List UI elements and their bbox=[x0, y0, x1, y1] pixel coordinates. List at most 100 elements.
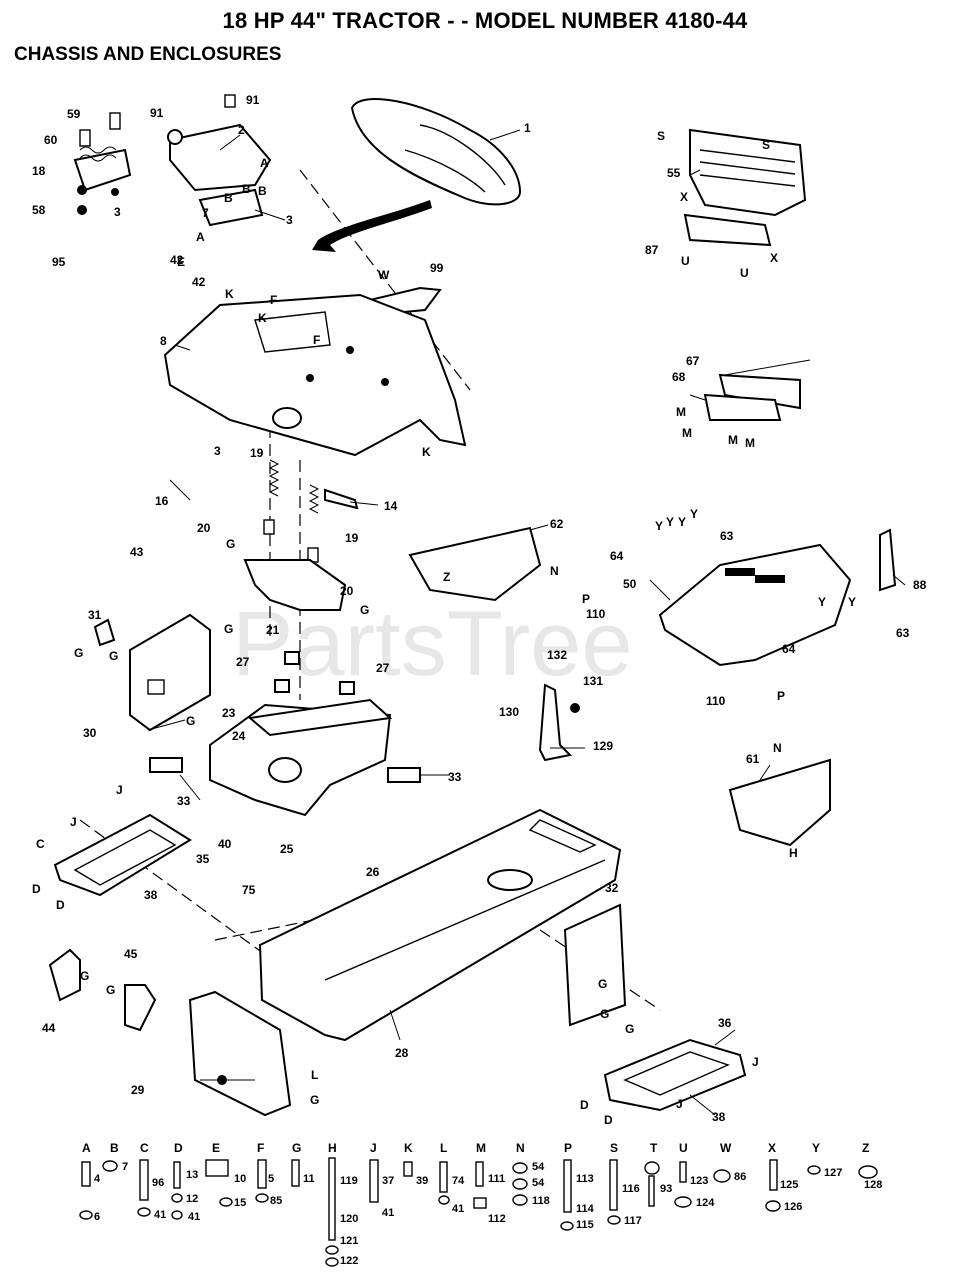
letter-p: P bbox=[582, 592, 590, 606]
callout-68: 68 bbox=[672, 370, 686, 384]
left-console-panel bbox=[93, 613, 211, 732]
letter-j: J bbox=[676, 1097, 683, 1111]
hw-key-letter: H bbox=[328, 1141, 337, 1155]
letter-g: G bbox=[600, 1007, 609, 1021]
hardware-part-number: 128 bbox=[864, 1179, 882, 1191]
callout-32: 32 bbox=[605, 881, 619, 895]
callout-50: 50 bbox=[623, 577, 637, 591]
hardware-part-number: 117 bbox=[624, 1215, 642, 1227]
callout-130: 130 bbox=[499, 705, 519, 719]
letter-u: U bbox=[681, 254, 690, 268]
callout-60: 60 bbox=[44, 133, 58, 147]
callout-numbers: 1 2 3 3 3 7 8 14 16 18 19 19 20 20 21 23… bbox=[32, 93, 927, 1124]
hardware-part-number: 4 bbox=[94, 1173, 101, 1185]
letter-s: S bbox=[657, 129, 665, 143]
letter-d: D bbox=[32, 882, 41, 896]
hardware-key: A B C D E F G H J K L M N P S T U W X Y … bbox=[79, 1141, 882, 1267]
letter-y: Y bbox=[848, 595, 856, 609]
letter-g: G bbox=[598, 977, 607, 991]
hardware-part-number: 15 bbox=[234, 1197, 246, 1209]
hw-key-letter: P bbox=[564, 1141, 572, 1155]
hardware-part-number: 111 bbox=[488, 1173, 505, 1185]
callout-88: 88 bbox=[913, 578, 927, 592]
callout-40: 40 bbox=[218, 837, 232, 851]
hardware-part-number: 119 bbox=[340, 1175, 358, 1187]
callout-33a: 33 bbox=[177, 794, 191, 808]
letter-y: Y bbox=[666, 515, 674, 529]
hardware-part-number: 93 bbox=[660, 1183, 672, 1195]
callout-25: 25 bbox=[280, 842, 294, 856]
letter-y: Y bbox=[655, 519, 663, 533]
callout-16: 16 bbox=[155, 494, 169, 508]
letter-g: G bbox=[360, 603, 369, 617]
letter-h: H bbox=[789, 846, 798, 860]
callout-1: 1 bbox=[524, 121, 531, 135]
callout-3b: 3 bbox=[214, 444, 221, 458]
letter-a: A bbox=[196, 230, 205, 244]
hardware-part-number: 86 bbox=[734, 1171, 746, 1183]
callout-38b: 38 bbox=[712, 1110, 726, 1124]
letter-y: Y bbox=[690, 507, 698, 521]
callout-59: 59 bbox=[67, 107, 81, 121]
hardware-part-number: 85 bbox=[270, 1195, 282, 1207]
callout-55: 55 bbox=[667, 166, 681, 180]
letter-g: G bbox=[80, 969, 89, 983]
callout-87: 87 bbox=[645, 243, 659, 257]
hardware-part-number: 37 bbox=[382, 1175, 394, 1187]
letter-x: X bbox=[770, 251, 778, 265]
hardware-part-number: 118 bbox=[532, 1195, 550, 1207]
bracket-45 bbox=[124, 984, 157, 1032]
letter-g: G bbox=[109, 649, 118, 663]
letter-m: M bbox=[745, 436, 755, 450]
letter-d: D bbox=[56, 898, 65, 912]
callout-91b: 91 bbox=[246, 93, 260, 107]
page-title: 18 HP 44" TRACTOR - - MODEL NUMBER 4180-… bbox=[222, 8, 748, 33]
hardware-part-number: 96 bbox=[152, 1177, 164, 1189]
hardware-part-number: 121 bbox=[340, 1235, 358, 1247]
hw-key-letter: C bbox=[140, 1141, 149, 1155]
letter-e: E bbox=[177, 255, 185, 269]
letter-g: G bbox=[226, 537, 235, 551]
letter-j: J bbox=[70, 815, 77, 829]
hardware-part-number: 114 bbox=[576, 1203, 595, 1215]
callout-18: 18 bbox=[32, 164, 46, 178]
hardware-part-number: 122 bbox=[340, 1255, 358, 1267]
letter-y: Y bbox=[678, 515, 686, 529]
letter-d: D bbox=[580, 1098, 589, 1112]
callout-33b: 33 bbox=[448, 770, 462, 784]
callout-45: 45 bbox=[124, 947, 138, 961]
left-footrest bbox=[53, 813, 192, 897]
seat bbox=[312, 98, 522, 252]
hardware-part-number: 120 bbox=[340, 1213, 358, 1225]
callout-64b: 64 bbox=[782, 642, 796, 656]
hw-key-letter: M bbox=[476, 1141, 486, 1155]
letter-g: G bbox=[625, 1022, 634, 1036]
callout-20b: 20 bbox=[340, 584, 354, 598]
letter-y: Y bbox=[818, 595, 826, 609]
hardware-part-number: 112 bbox=[488, 1213, 506, 1225]
callout-110a: 110 bbox=[586, 607, 606, 621]
letter-k: K bbox=[422, 445, 431, 459]
hw-key-letter: G bbox=[292, 1141, 301, 1155]
hw-key-letter: U bbox=[679, 1141, 688, 1155]
bump-pad-3 bbox=[339, 681, 355, 695]
bump-pad-4 bbox=[149, 757, 183, 773]
letter-g: G bbox=[74, 646, 83, 660]
letter-z: Z bbox=[443, 570, 450, 584]
right-footrest bbox=[603, 1038, 747, 1112]
rear-panel bbox=[683, 128, 807, 247]
callout-23: 23 bbox=[222, 706, 236, 720]
hardware-part-number: 54 bbox=[532, 1161, 545, 1173]
hw-key-letter: D bbox=[174, 1141, 183, 1155]
hardware-part-number: 113 bbox=[576, 1173, 594, 1185]
hardware-part-number: 6 bbox=[94, 1211, 100, 1223]
callout-21: 21 bbox=[266, 623, 280, 637]
brake-pedal bbox=[538, 683, 580, 762]
letter-m: M bbox=[676, 405, 686, 419]
hw-key-letter: A bbox=[82, 1141, 91, 1155]
hw-key-letter: E bbox=[212, 1141, 220, 1155]
hw-key-letter: T bbox=[650, 1141, 658, 1155]
hw-key-letter: W bbox=[720, 1141, 732, 1155]
hardware-part-number: 41 bbox=[452, 1203, 464, 1215]
hardware-part-number: 127 bbox=[824, 1167, 842, 1179]
